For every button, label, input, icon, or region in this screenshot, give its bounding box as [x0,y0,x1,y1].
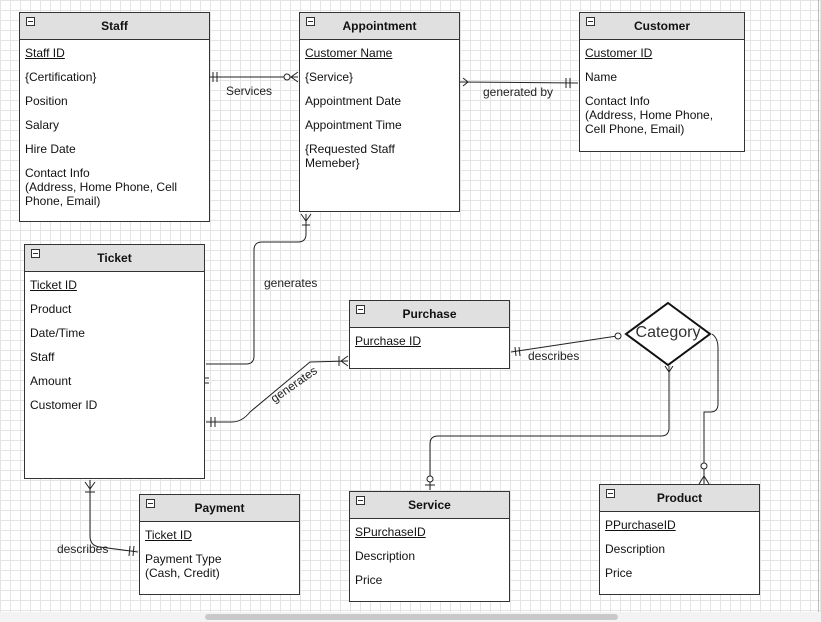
entity-title: Payment [194,501,245,515]
attribute-key[interactable]: PPurchaseID [605,518,676,532]
collapse-icon[interactable] [356,496,365,505]
entity-service[interactable]: Service SPurchaseID Description Price [349,491,510,602]
crowsfoot-mark [290,71,299,83]
attribute[interactable]: Payment Type (Cash, Credit) [145,552,222,580]
attribute-key[interactable]: Purchase ID [355,334,422,348]
entity-title: Appointment [342,19,417,33]
entity-title: Service [408,498,451,512]
entity-header[interactable]: Ticket [25,245,204,272]
crowsfoot-mark [132,545,135,557]
crowsfoot-mark [84,481,96,490]
entity-customer[interactable]: Customer Customer ID Name Contact Info (… [579,12,745,152]
attribute[interactable]: {Service} [305,70,354,84]
crowsfoot-mark [614,332,622,340]
crowsfoot-mark [300,213,312,222]
collapse-icon[interactable] [146,499,155,508]
attribute[interactable]: Product [30,302,72,316]
category-diamond [624,301,712,367]
entity-appointment[interactable]: Appointment Customer Name {Service} Appo… [299,12,460,212]
crowsfoot-mark [462,77,469,87]
entity-title: Ticket [97,251,132,265]
crowsfoot-mark [340,355,349,367]
entity-header[interactable]: Product [600,485,759,512]
entity-purchase[interactable]: Purchase Purchase ID [349,300,510,369]
link-label-describes-payment[interactable]: describes [57,542,109,556]
link-label-generates-appointment[interactable]: generates [264,276,318,290]
attribute[interactable]: Contact Info (Address, Home Phone, Cell … [25,166,178,208]
attribute[interactable]: Customer ID [30,398,98,412]
link-category-service [429,366,670,490]
attribute[interactable]: Staff [30,350,55,364]
link-label-services[interactable]: Services [226,84,273,98]
attribute[interactable]: Description [605,542,666,556]
attribute[interactable]: Price [355,573,383,587]
entity-staff[interactable]: Staff Staff ID {Certification} Position … [19,12,210,222]
attribute[interactable]: Description [355,549,416,563]
crowsfoot-mark [700,462,708,470]
attribute[interactable]: Hire Date [25,142,76,156]
entity-header[interactable]: Payment [140,495,299,522]
link-appointment-customer [459,81,579,84]
collapse-icon[interactable] [356,305,365,314]
crowsfoot-mark [426,475,434,483]
link-ticket-payment [89,480,139,553]
attribute-key[interactable]: Ticket ID [30,278,77,292]
entity-header[interactable]: Service [350,492,509,519]
collapse-icon[interactable] [26,17,35,26]
entity-header[interactable]: Staff [20,13,209,40]
entity-title: Purchase [402,307,457,321]
entity-header[interactable]: Purchase [350,301,509,328]
link-label-generated-by[interactable]: generated by [483,85,554,99]
attribute[interactable]: Appointment Date [305,94,402,108]
entity-payment[interactable]: Payment Ticket ID Payment Type (Cash, Cr… [139,494,300,595]
attribute-key[interactable]: Staff ID [25,46,65,60]
attribute[interactable]: Appointment Time [305,118,402,132]
collapse-icon[interactable] [586,17,595,26]
collapse-icon[interactable] [31,249,40,258]
attribute[interactable]: Price [605,566,633,580]
crowsfoot-mark [283,73,291,81]
attribute-key[interactable]: SPurchaseID [355,525,426,539]
entity-title: Staff [101,19,128,33]
canvas-edge [818,0,819,612]
link-label-describes-purchase[interactable]: describes [528,349,580,363]
entity-header[interactable]: Customer [580,13,744,40]
attribute[interactable]: Contact Info (Address, Home Phone, Cell … [585,94,714,136]
attribute[interactable]: Name [585,70,618,84]
crowsfoot-mark [514,346,517,357]
crowsfoot-mark [664,365,674,373]
entity-ticket[interactable]: Ticket Ticket ID Product Date/Time Staff… [24,244,205,479]
attribute[interactable]: {Certification} [25,70,97,84]
entity-title: Customer [633,19,690,33]
scrollbar-thumb[interactable] [205,614,618,620]
entity-header[interactable]: Appointment [300,13,459,40]
crowsfoot-mark [128,545,131,557]
attribute[interactable]: {Requested Staff Memeber} [305,142,395,170]
collapse-icon[interactable] [606,489,615,498]
attribute-key[interactable]: Ticket ID [145,528,192,542]
attribute[interactable]: Salary [25,118,60,132]
entity-product[interactable]: Product PPurchaseID Description Price [599,484,760,595]
attribute-key[interactable]: Customer Name [305,46,393,60]
entity-title: Product [656,491,703,505]
category-label[interactable]: Category [635,324,701,341]
link-ticket-purchase [206,360,349,423]
attribute[interactable]: Position [25,94,68,108]
link-category-product [703,333,719,484]
link-ticket-appointment [206,214,307,365]
attribute-key[interactable]: Customer ID [585,46,653,60]
crowsfoot-mark [518,346,521,357]
crowsfoot-mark [698,475,710,485]
attribute[interactable]: Date/Time [30,326,85,340]
link-purchase-category [510,335,618,353]
attribute[interactable]: Amount [30,374,72,388]
collapse-icon[interactable] [306,17,315,26]
